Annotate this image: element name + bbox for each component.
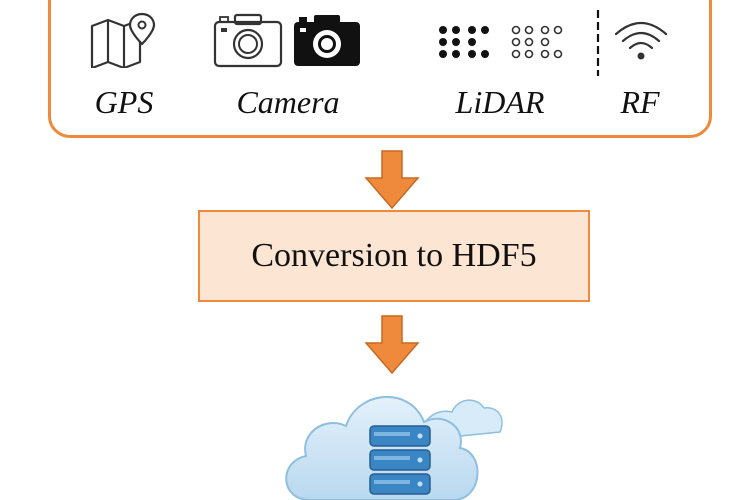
sensor-group-box (48, 0, 712, 138)
camera-filled-icon (294, 15, 360, 66)
wifi-signal-icon (614, 21, 668, 60)
conversion-box: Conversion to HDF5 (198, 210, 590, 302)
sensor-label-lidar: LiDAR (455, 84, 545, 120)
sensor-label-rf: RF (620, 84, 660, 120)
lidar-dots-icon (439, 25, 563, 59)
map-pin-icon (90, 12, 156, 68)
sensor-label-camera: Camera (236, 84, 340, 120)
arrow-down-icon (364, 315, 420, 375)
camera-icon (213, 13, 283, 68)
conversion-label: Conversion to HDF5 (251, 237, 537, 274)
cloud-database-icon (285, 396, 503, 500)
sensor-label-gps: GPS (94, 84, 154, 120)
arrow-down-icon (364, 150, 420, 210)
divider-line (596, 10, 600, 76)
